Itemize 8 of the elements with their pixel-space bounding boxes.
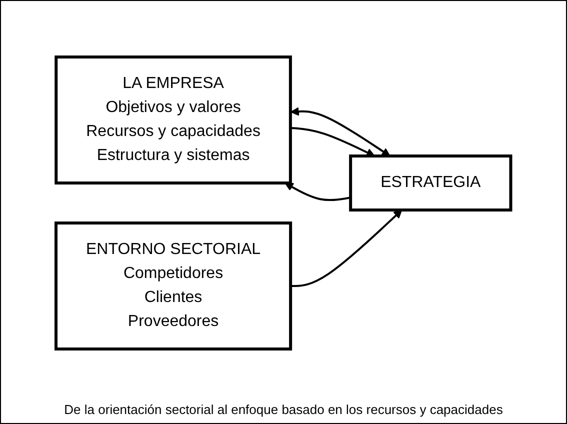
node-box: ENTORNO SECTORIAL Competidores Clientes Proveedores <box>54 221 292 350</box>
caption: De la orientación sectorial al enfoque basado en los recursos y capacidades <box>64 402 503 417</box>
node-box: ESTRATEGIA <box>349 154 512 211</box>
node-box: LA EMPRESA Objetivos y valores Recursos y capacidades Estructura y sistemas <box>54 55 292 184</box>
arrow <box>290 106 390 156</box>
arrow <box>290 209 402 286</box>
arrow <box>284 182 351 201</box>
arrow <box>290 126 376 156</box>
